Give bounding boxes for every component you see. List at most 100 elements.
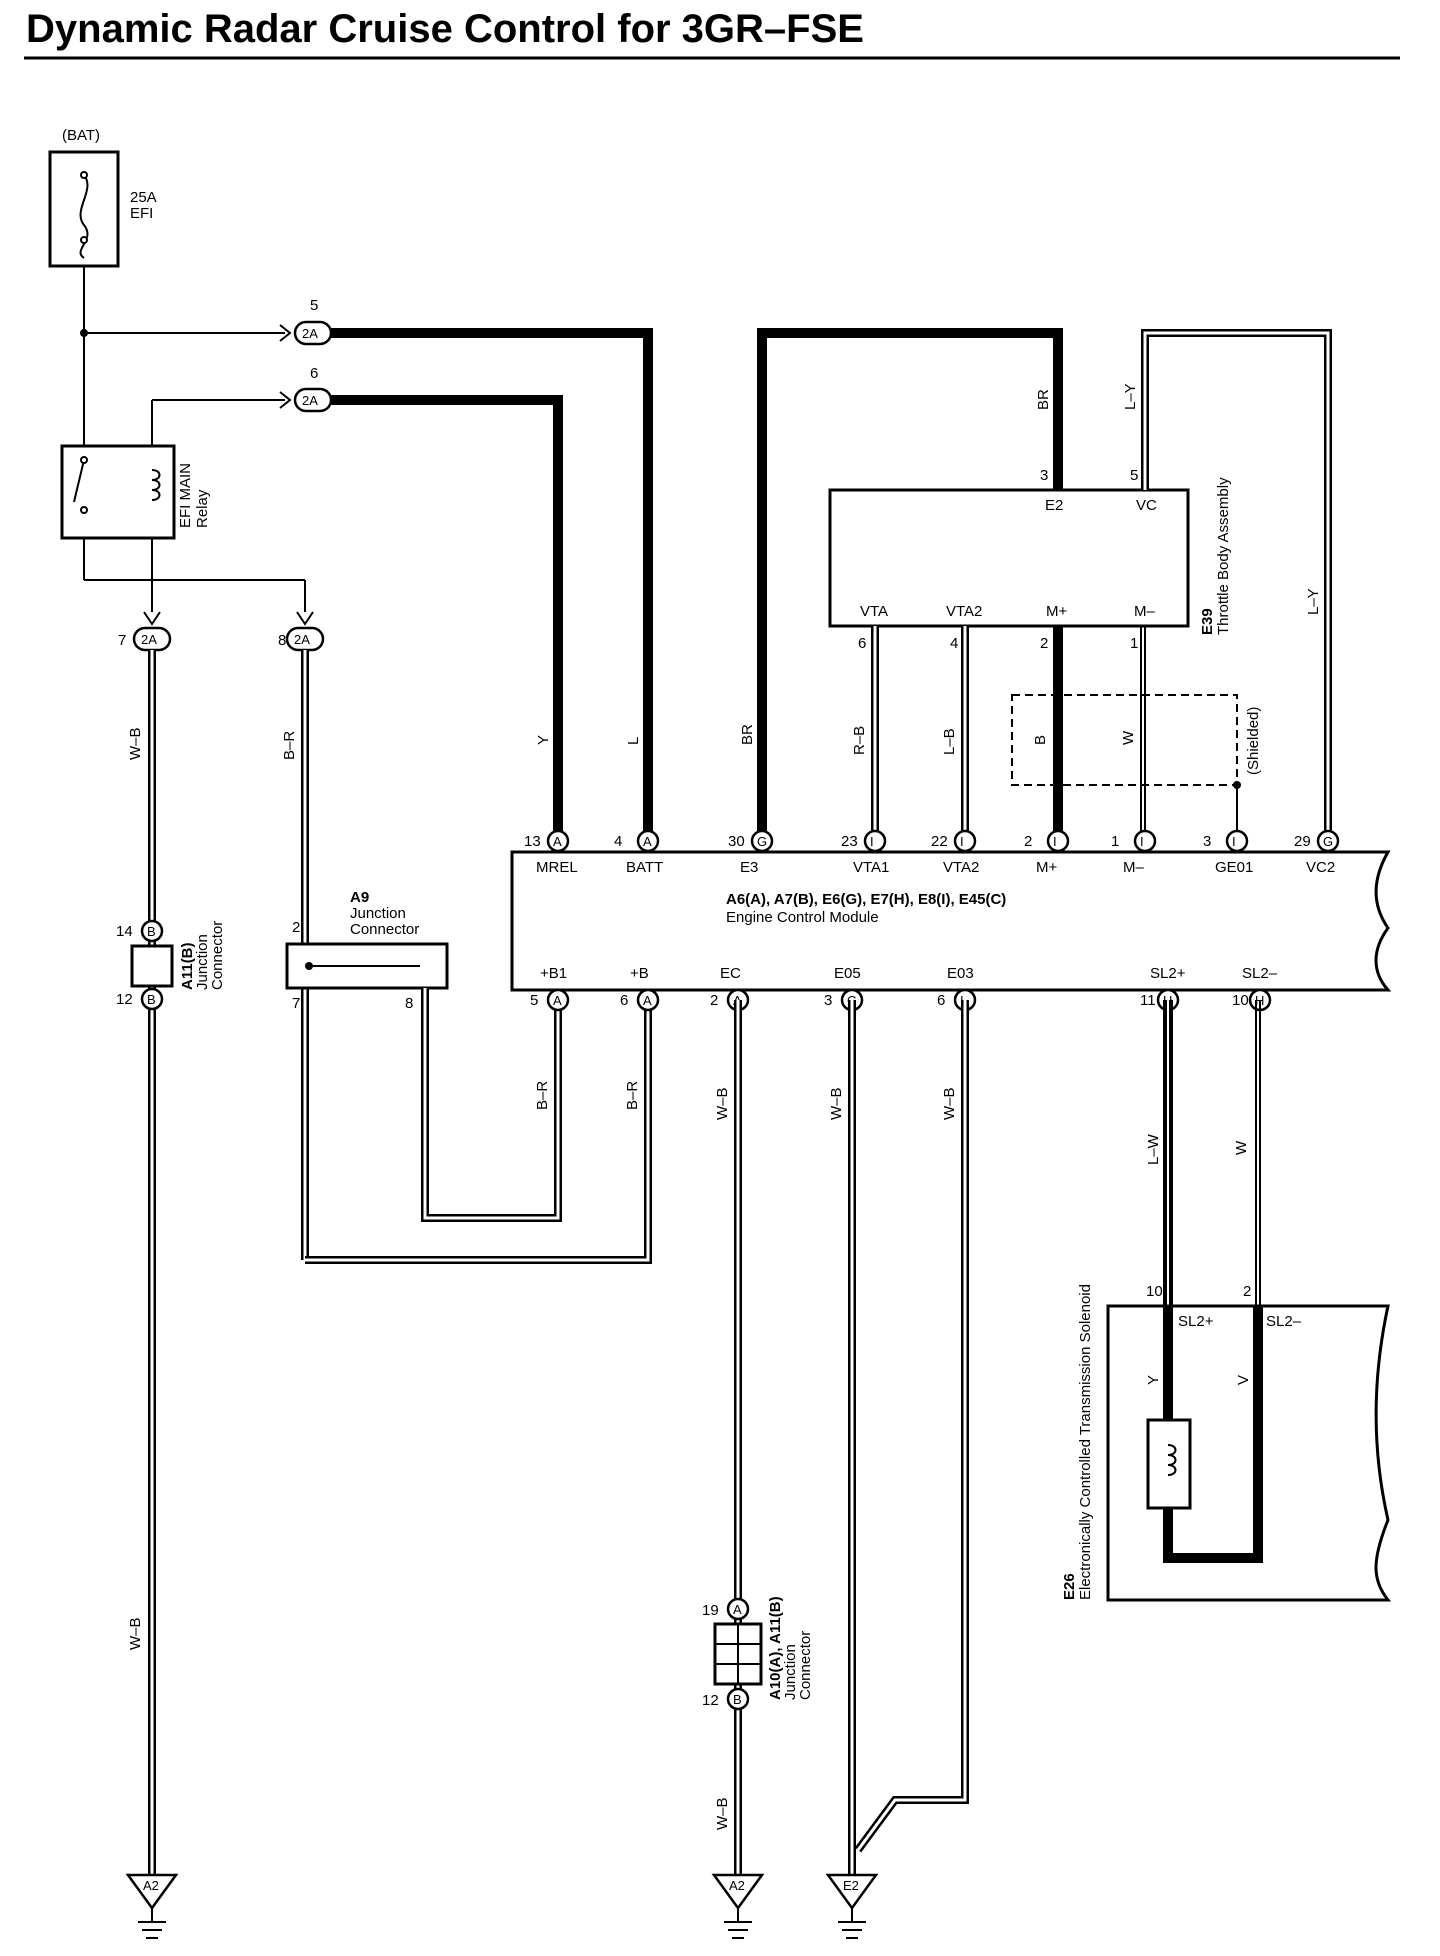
svg-text:V: V bbox=[1235, 1375, 1252, 1385]
svg-text:VTA1: VTA1 bbox=[853, 859, 889, 876]
svg-text:I: I bbox=[960, 834, 964, 849]
svg-text:7: 7 bbox=[292, 995, 300, 1012]
svg-text:B: B bbox=[733, 1692, 742, 1707]
fuse-rating: 25A bbox=[130, 189, 157, 206]
svg-text:E3: E3 bbox=[740, 859, 758, 876]
connector-2a-pin5: 5 2A bbox=[279, 297, 333, 346]
svg-text:2A: 2A bbox=[141, 632, 157, 647]
svg-text:Connector: Connector bbox=[350, 921, 419, 938]
svg-text:A: A bbox=[733, 1602, 742, 1617]
svg-text:B: B bbox=[147, 924, 156, 939]
svg-text:+B: +B bbox=[630, 965, 649, 982]
svg-text:8: 8 bbox=[405, 995, 413, 1012]
svg-text:G: G bbox=[1323, 834, 1333, 849]
svg-text:W–B: W–B bbox=[828, 1087, 845, 1120]
efi-main-relay: EFI MAIN Relay bbox=[60, 444, 211, 540]
fuse-box bbox=[48, 150, 120, 268]
svg-text:L–W: L–W bbox=[1145, 1133, 1162, 1165]
wire-mrel bbox=[331, 395, 563, 832]
fuse-source: (BAT) bbox=[62, 127, 100, 144]
svg-text:E26: E26 bbox=[1061, 1573, 1078, 1600]
svg-text:A: A bbox=[553, 993, 562, 1008]
svg-text:A: A bbox=[643, 834, 652, 849]
svg-text:W–B: W–B bbox=[714, 1087, 731, 1120]
svg-text:5: 5 bbox=[530, 992, 538, 1009]
svg-text:Connector: Connector bbox=[209, 921, 226, 990]
svg-text:SL2–: SL2– bbox=[1266, 1313, 1302, 1330]
wire-batt bbox=[331, 328, 653, 832]
svg-text:12: 12 bbox=[116, 991, 133, 1008]
svg-text:10: 10 bbox=[1146, 1283, 1163, 1300]
transmission-solenoid: 10 2 SL2+ SL2– Y V E26 Electronically Co… bbox=[1061, 1283, 1392, 1602]
svg-text:8: 8 bbox=[278, 632, 286, 649]
svg-text:A11(B): A11(B) bbox=[179, 942, 196, 990]
svg-text:SL2+: SL2+ bbox=[1150, 965, 1186, 982]
ground-e2: E2 bbox=[825, 1873, 879, 1939]
svg-text:A10(A), A11(B): A10(A), A11(B) bbox=[767, 1596, 784, 1700]
svg-text:(Shielded): (Shielded) bbox=[1245, 707, 1262, 775]
svg-text:GE01: GE01 bbox=[1215, 859, 1253, 876]
svg-text:2: 2 bbox=[1024, 833, 1032, 850]
engine-control-module: A6(A), A7(B), E6(G), E7(H), E8(I), E45(C… bbox=[510, 850, 1392, 992]
wire-e3-e2 bbox=[757, 328, 1063, 832]
svg-text:7: 7 bbox=[118, 632, 126, 649]
svg-text:3: 3 bbox=[1203, 833, 1211, 850]
svg-text:W: W bbox=[1120, 730, 1137, 745]
junction-a11-left: 14 B 12 B A11(B) Junction Connector bbox=[116, 919, 226, 1011]
svg-text:Y: Y bbox=[535, 735, 552, 745]
svg-text:E03: E03 bbox=[947, 965, 974, 982]
svg-text:1: 1 bbox=[1111, 833, 1119, 850]
solenoid-coil-icon bbox=[1167, 1444, 1177, 1476]
fuse-name: EFI bbox=[130, 205, 153, 222]
svg-text:Junction: Junction bbox=[194, 934, 211, 990]
svg-text:BR: BR bbox=[1035, 389, 1052, 410]
svg-text:Junction: Junction bbox=[782, 1644, 799, 1700]
svg-text:11: 11 bbox=[1140, 992, 1156, 1009]
svg-text:BATT: BATT bbox=[626, 859, 663, 876]
svg-text:2A: 2A bbox=[302, 393, 318, 408]
svg-text:A: A bbox=[643, 993, 652, 1008]
svg-text:M+: M+ bbox=[1046, 603, 1067, 620]
svg-text:VC: VC bbox=[1136, 497, 1157, 514]
svg-text:E39: E39 bbox=[1199, 608, 1216, 635]
svg-text:SL2+: SL2+ bbox=[1178, 1313, 1214, 1330]
svg-text:13: 13 bbox=[524, 833, 541, 850]
svg-text:A2: A2 bbox=[729, 1878, 745, 1893]
svg-text:Connector: Connector bbox=[797, 1631, 814, 1700]
connector-2a-pin8: 8 2A bbox=[278, 611, 325, 652]
junction-a11-box bbox=[130, 944, 174, 988]
svg-text:VTA2: VTA2 bbox=[946, 603, 982, 620]
svg-text:6: 6 bbox=[310, 365, 318, 382]
svg-text:L–Y: L–Y bbox=[1122, 383, 1139, 410]
relay-coil-icon bbox=[151, 469, 161, 501]
svg-text:E2: E2 bbox=[1045, 497, 1063, 514]
junction-a10-a11: 19 A 12 B A10(A), A11(B) Junction Connec… bbox=[702, 1596, 814, 1711]
svg-text:Electronically Controlled Tran: Electronically Controlled Transmission S… bbox=[1077, 1284, 1094, 1600]
svg-text:W–B: W–B bbox=[127, 1617, 144, 1650]
svg-text:Throttle Body Assembly: Throttle Body Assembly bbox=[1215, 477, 1232, 635]
svg-text:B–R: B–R bbox=[624, 1081, 641, 1110]
svg-text:4: 4 bbox=[614, 833, 622, 850]
svg-text:29: 29 bbox=[1294, 833, 1311, 850]
page-title: Dynamic Radar Cruise Control for 3GR–FSE bbox=[26, 7, 864, 51]
svg-text:23: 23 bbox=[841, 833, 858, 850]
svg-text:M–: M– bbox=[1134, 603, 1155, 620]
svg-text:5: 5 bbox=[1130, 467, 1138, 484]
svg-text:E05: E05 bbox=[834, 965, 861, 982]
svg-text:I: I bbox=[1053, 834, 1057, 849]
svg-text:Junction: Junction bbox=[350, 905, 406, 922]
relay-switch-icon bbox=[73, 459, 85, 503]
svg-text:3: 3 bbox=[1040, 467, 1048, 484]
svg-text:G: G bbox=[757, 834, 767, 849]
svg-text:W–B: W–B bbox=[941, 1087, 958, 1120]
